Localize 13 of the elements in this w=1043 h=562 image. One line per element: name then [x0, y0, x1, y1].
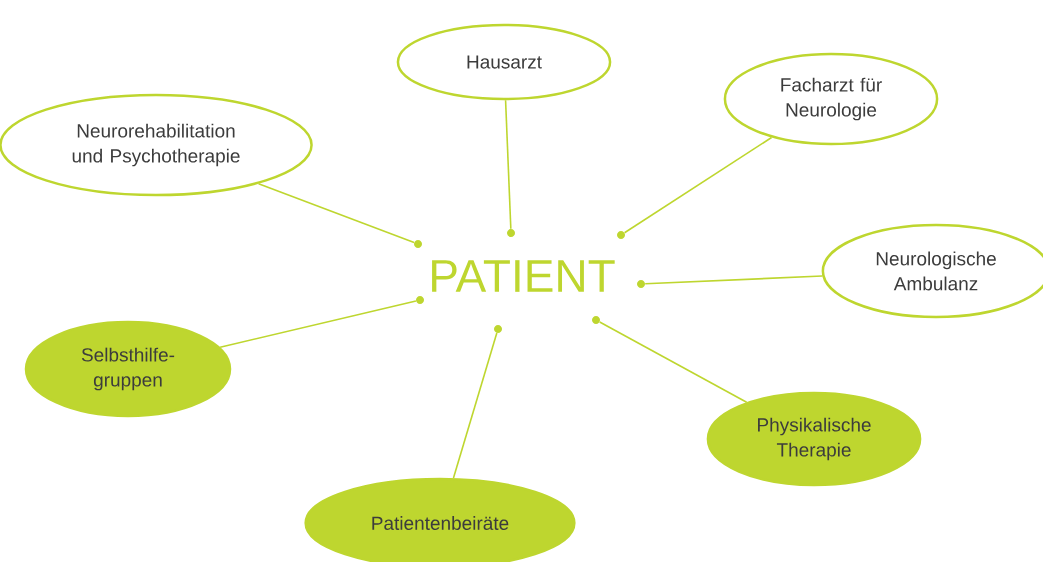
connector — [219, 300, 417, 349]
connector — [623, 136, 773, 234]
center-label: PATIENT — [432, 260, 615, 292]
connector — [504, 99, 512, 230]
connector — [598, 321, 748, 404]
ellipse-node: Physikalische Therapie — [706, 391, 922, 487]
ellipse-node: Patientenbeiräte — [304, 477, 576, 562]
connector — [644, 275, 824, 285]
ellipse-node: Facharzt für Neurologie — [723, 52, 939, 146]
ellipse-node: Hausarzt — [396, 23, 612, 101]
connector — [452, 332, 498, 479]
ellipse-node: Selbsthilfe-gruppen — [24, 320, 232, 418]
connector — [257, 182, 415, 244]
